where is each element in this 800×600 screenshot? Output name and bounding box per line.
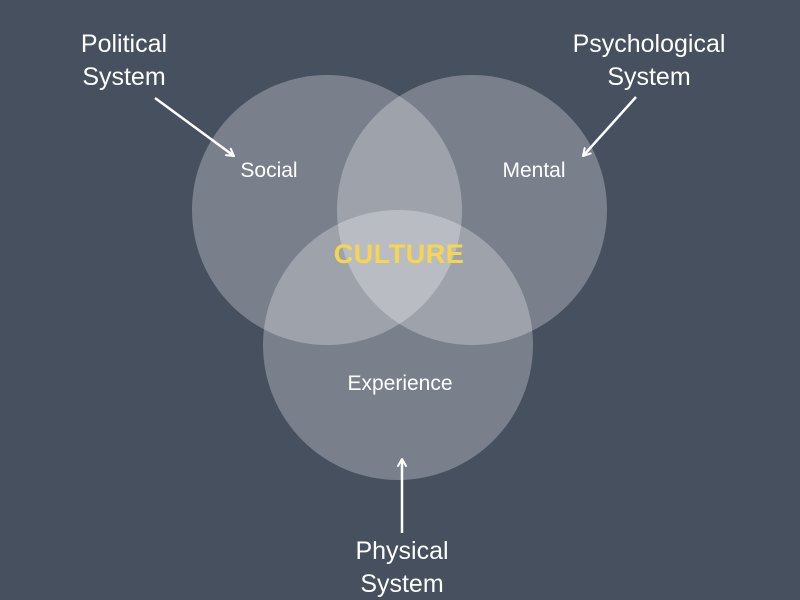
experience-label: Experience xyxy=(347,372,453,395)
political-system-line1: Political xyxy=(80,30,168,58)
political-arrow xyxy=(154,96,235,158)
psychological-system-label: Psychological System xyxy=(548,28,750,94)
social-label: Social xyxy=(240,159,298,182)
experience-circle xyxy=(263,210,533,480)
psychological-arrow xyxy=(582,96,637,157)
mental-circle xyxy=(337,75,607,345)
social-circle xyxy=(192,75,462,345)
psychological-system-line1: Psychological xyxy=(572,30,726,58)
culture-label: CULTURE xyxy=(333,239,465,269)
physical-system-label: Physical System xyxy=(322,535,482,600)
physical-system-line2: System xyxy=(360,570,444,598)
political-system-label: Political System xyxy=(54,28,194,94)
physical-system-line1: Physical xyxy=(355,537,449,565)
political-system-line2: System xyxy=(82,63,166,91)
psychological-system-line2: System xyxy=(607,63,691,91)
mental-label: Mental xyxy=(502,159,566,182)
